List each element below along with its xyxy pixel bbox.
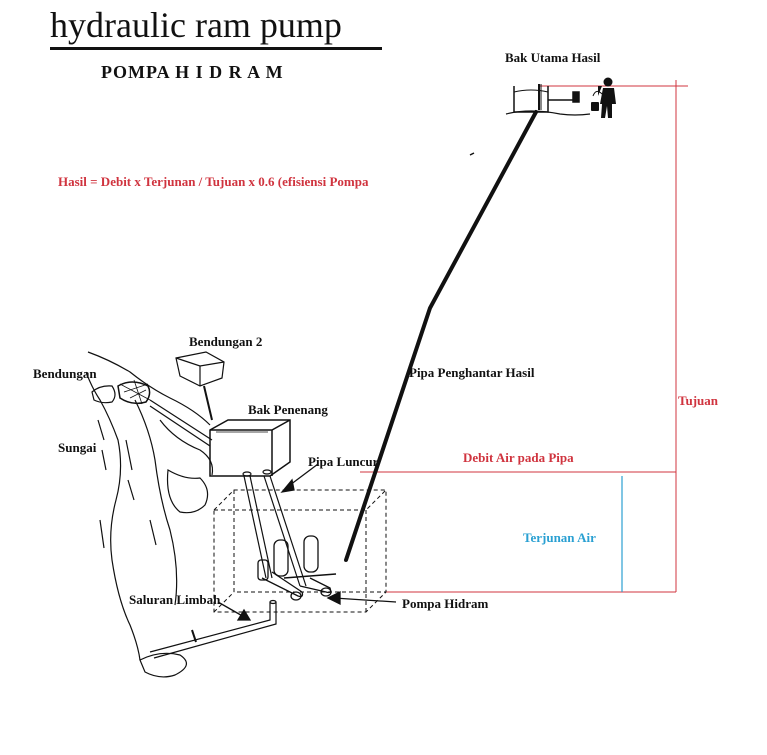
label-terjunan-air: Terjunan Air	[523, 530, 596, 545]
label-saluran-limbah: Saluran Limbah	[129, 592, 221, 607]
pompa-hidram-arrow	[333, 597, 397, 603]
label-bendungan: Bendungan	[33, 366, 97, 381]
pump-house	[213, 489, 387, 613]
label-bak-utama-hasil: Bak Utama Hasil	[505, 50, 601, 65]
top-tank	[505, 84, 591, 116]
label-sungai: Sungai	[58, 440, 97, 455]
settling-tank	[209, 419, 291, 477]
delivery-pipe	[344, 110, 538, 562]
formula-text: Hasil = Debit x Terjunan / Tujuan x 0.6 …	[58, 174, 369, 189]
label-bendungan-2: Bendungan 2	[189, 334, 263, 349]
label-bak-penenang: Bak Penenang	[248, 402, 328, 417]
arrows	[217, 463, 397, 621]
pipe-tick	[469, 152, 475, 156]
label-tujuan: Tujuan	[678, 393, 718, 408]
pompa-hidram-arrowhead	[326, 590, 341, 606]
label-pompa-hidram: Pompa Hidram	[402, 596, 489, 611]
diagram-subtitle: POMPA H I D R A M	[101, 62, 284, 82]
saluran-limbah-arrowhead	[236, 608, 252, 621]
label-debit-air-pada-pipa: Debit Air pada Pipa	[463, 450, 574, 465]
dam-net	[119, 379, 151, 405]
dam-2	[175, 351, 225, 421]
river-bank	[85, 351, 214, 678]
diagram-title: hydraulic ram pump	[50, 5, 342, 45]
drive-pipes	[242, 469, 307, 587]
label-pipa-penghantar-hasil: Pipa Penghantar Hasil	[409, 365, 535, 380]
waste-channel	[149, 599, 277, 659]
pipa-luncur-arrowhead	[280, 478, 295, 493]
person-figure	[591, 77, 616, 118]
measurement-lines	[360, 80, 688, 593]
intake-pipe	[149, 399, 213, 447]
title-underline	[50, 47, 382, 50]
label-pipa-luncur: Pipa Luncur	[308, 454, 379, 469]
ram-pumps	[257, 535, 337, 601]
